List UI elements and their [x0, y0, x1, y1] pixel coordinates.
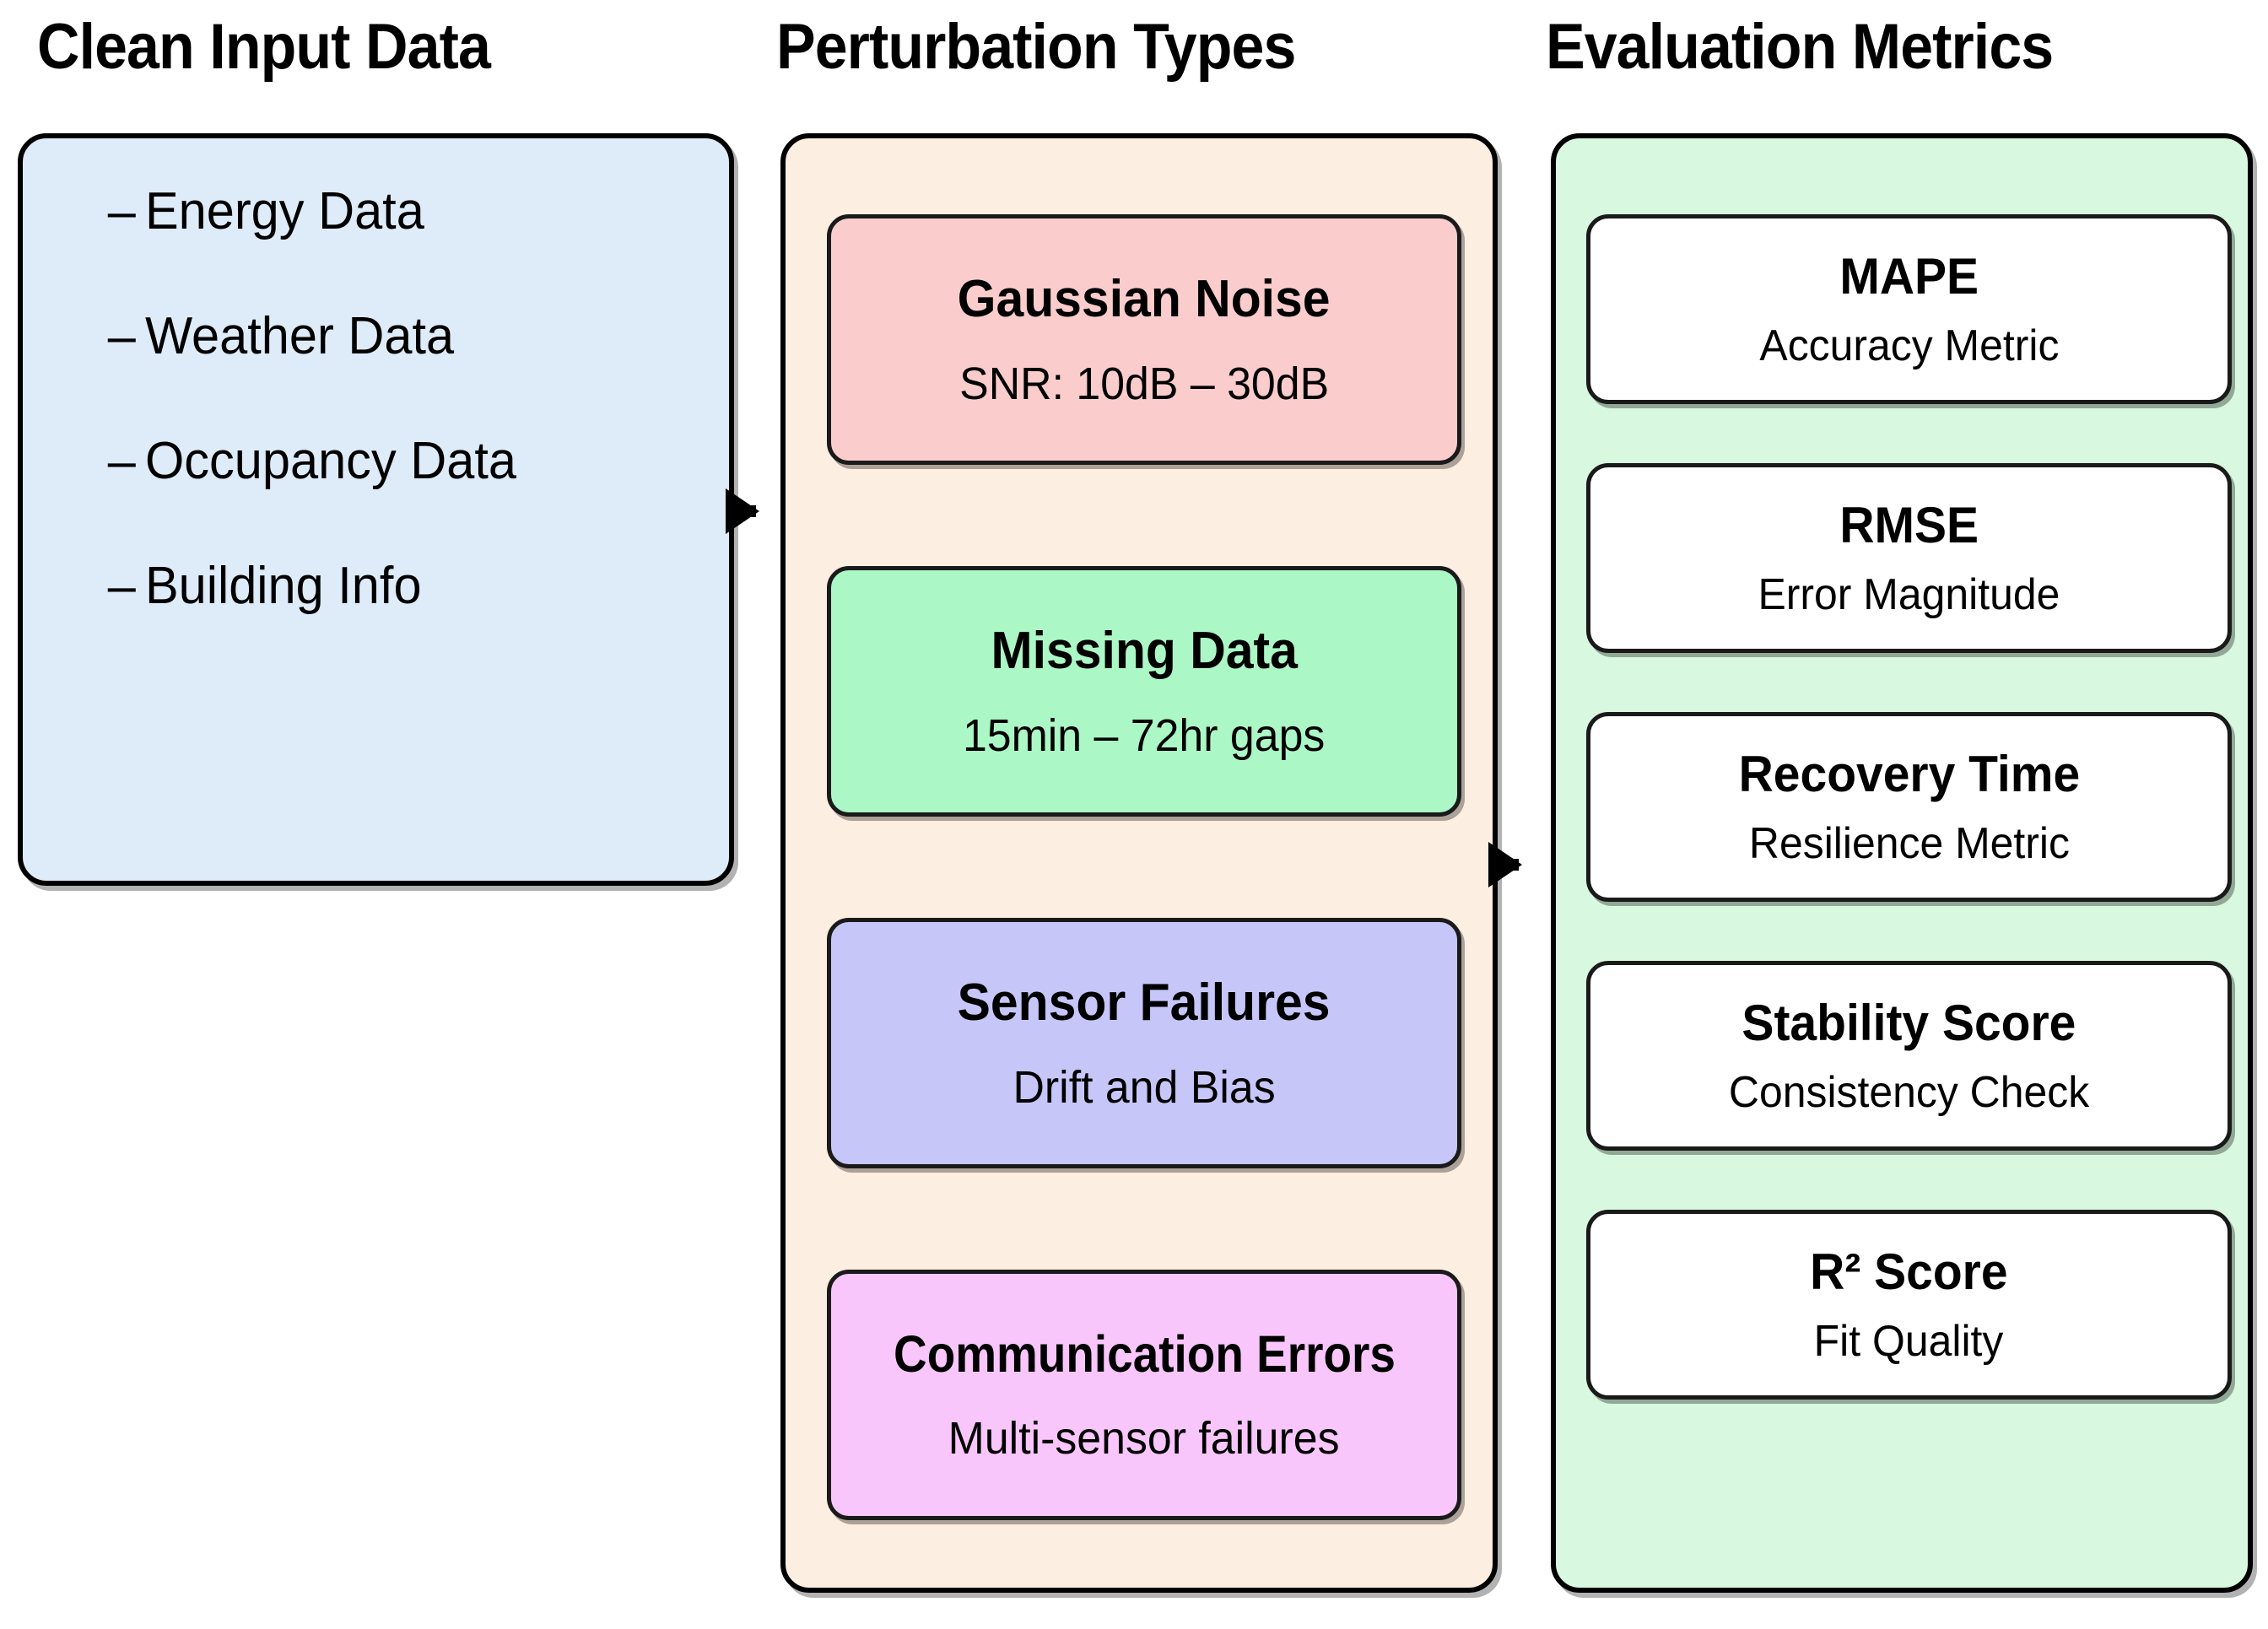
- card-title: MAPE: [1839, 247, 1979, 305]
- card-subtitle: SNR: 10dB – 30dB: [958, 358, 1330, 409]
- card-subtitle: Drift and Bias: [1012, 1061, 1276, 1113]
- clean-input-data-panel: –Energy Data –Weather Data –Occupancy Da…: [18, 133, 734, 886]
- perturbation-card-missing-data: Missing Data 15min – 72hr gaps: [827, 566, 1461, 817]
- card-title: Recovery Time: [1738, 745, 2080, 802]
- column-title-clean-input-data: Clean Input Data: [37, 11, 491, 83]
- column-title-evaluation-metrics: Evaluation Metrics: [1546, 11, 2054, 83]
- card-title: R² Score: [1810, 1243, 2008, 1300]
- dash-bullet-icon: –: [107, 557, 136, 615]
- dash-bullet-icon: –: [107, 307, 136, 365]
- right-arrow-icon: [1488, 842, 1522, 887]
- card-title: Communication Errors: [893, 1325, 1396, 1383]
- list-item: –Occupancy Data: [23, 435, 701, 488]
- list-item-label: Weather Data: [144, 307, 455, 365]
- list-item-label: Occupancy Data: [144, 432, 516, 490]
- column-title-perturbation-types: Perturbation Types: [776, 11, 1296, 83]
- card-subtitle: Consistency Check: [1728, 1067, 2090, 1117]
- card-title: Stability Score: [1742, 994, 2076, 1051]
- card-title: Gaussian Noise: [958, 269, 1331, 328]
- perturbation-card-communication-errors: Communication Errors Multi-sensor failur…: [827, 1270, 1461, 1520]
- right-arrow-icon: [726, 488, 759, 534]
- card-subtitle: Resilience Metric: [1748, 818, 2070, 868]
- metric-card-rmse: RMSE Error Magnitude: [1586, 463, 2232, 653]
- card-subtitle: Multi-sensor failures: [948, 1413, 1340, 1464]
- clean-input-list: –Energy Data –Weather Data –Occupancy Da…: [23, 138, 729, 685]
- card-title: Sensor Failures: [958, 973, 1331, 1032]
- metric-card-r2-score: R² Score Fit Quality: [1586, 1210, 2232, 1400]
- list-item: –Weather Data: [23, 310, 701, 363]
- perturbation-card-sensor-failures: Sensor Failures Drift and Bias: [827, 918, 1461, 1168]
- perturbation-types-panel: Gaussian Noise SNR: 10dB – 30dB Missing …: [780, 133, 1498, 1593]
- list-item: –Energy Data: [23, 186, 701, 238]
- card-title: RMSE: [1839, 496, 1979, 553]
- list-item-label: Building Info: [144, 557, 422, 615]
- dash-bullet-icon: –: [107, 432, 136, 490]
- list-item-label: Energy Data: [144, 182, 424, 240]
- evaluation-metrics-panel: MAPE Accuracy Metric RMSE Error Magnitud…: [1551, 133, 2253, 1593]
- card-subtitle: 15min – 72hr gaps: [963, 709, 1326, 761]
- dash-bullet-icon: –: [107, 182, 136, 240]
- card-title: Missing Data: [991, 621, 1298, 680]
- metric-card-mape: MAPE Accuracy Metric: [1586, 214, 2232, 404]
- perturbation-card-gaussian-noise: Gaussian Noise SNR: 10dB – 30dB: [827, 214, 1461, 465]
- card-subtitle: Fit Quality: [1814, 1316, 2004, 1366]
- metric-card-recovery-time: Recovery Time Resilience Metric: [1586, 712, 2232, 902]
- card-subtitle: Error Magnitude: [1758, 569, 2060, 619]
- card-subtitle: Accuracy Metric: [1758, 321, 2060, 370]
- list-item: –Building Info: [23, 560, 701, 612]
- metric-card-stability-score: Stability Score Consistency Check: [1586, 961, 2232, 1151]
